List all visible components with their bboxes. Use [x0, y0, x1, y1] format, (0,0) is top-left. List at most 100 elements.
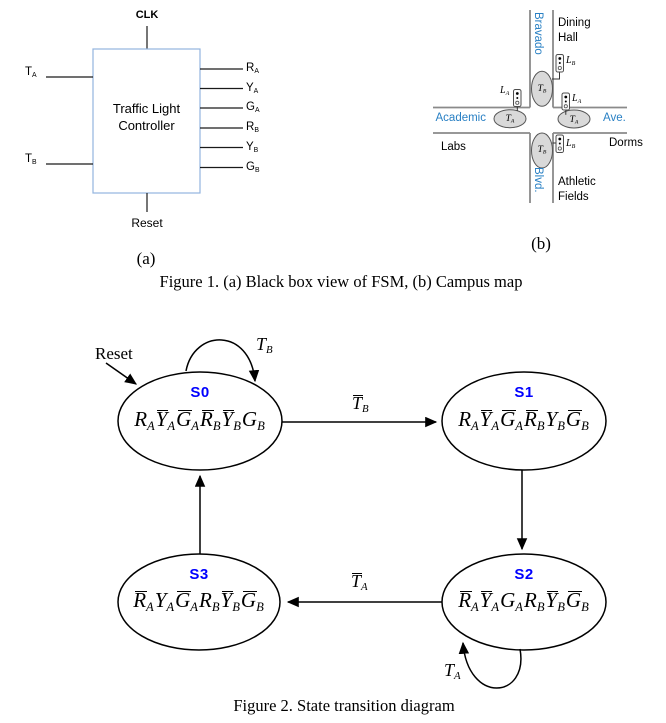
state-s0-ellipse [117, 371, 283, 471]
traffic-light-icon [513, 89, 522, 107]
var-token: YA [155, 407, 176, 433]
var-token: GA [500, 588, 523, 614]
traffic-light-icon [555, 54, 564, 73]
var-token: YB [545, 407, 565, 433]
sensor-label-tb-top: TB [531, 83, 553, 95]
street-bravado-label: Bravado [532, 12, 544, 55]
sensor-label-tb-bottom: TB [531, 144, 553, 156]
var-token: YB [545, 588, 565, 614]
sensor-tb-top [531, 70, 553, 107]
var-token: LB [566, 138, 576, 150]
state-s1-ellipse [441, 371, 607, 471]
transition-label-s0-s1: TB [352, 393, 369, 415]
var-token: GB [565, 407, 589, 433]
var-token: TA [444, 660, 461, 683]
var-token: GB [246, 160, 260, 174]
sensor-light-links [516, 72, 567, 144]
state-s1-name: S1 [514, 384, 534, 401]
var-token: GA [175, 588, 198, 614]
figure1-caption: Figure 1. (a) Black box view of FSM, (b)… [159, 272, 523, 291]
sensor-tb-bottom [531, 132, 553, 169]
state-s3-outputs: RAYAGARBYBGB [119, 588, 279, 615]
place-line: Dining [558, 17, 591, 29]
place-line: Athletic [558, 176, 596, 188]
figure1b-sublabel: (b) [531, 234, 551, 253]
var-token: GB [241, 407, 265, 433]
var-token: GA [246, 101, 260, 115]
var-token: RA [246, 62, 259, 76]
transition-label-s0-self: TB [256, 334, 273, 356]
traffic-light-icon [555, 134, 564, 153]
controller-title: Traffic Light Controller [93, 100, 200, 134]
var-token: GA [176, 407, 199, 433]
place-line: Fields [558, 191, 589, 203]
var-token: RB [200, 407, 221, 433]
var-token: YB [221, 407, 241, 433]
clk-label: CLK [135, 9, 159, 21]
place-line: Hall [558, 32, 578, 44]
state-s1-outputs: RAYAGARBYBGB [444, 407, 604, 434]
traffic-light-icon [561, 92, 570, 111]
var-token: TB [256, 334, 273, 357]
traffic-light-icons [513, 54, 570, 153]
transition-label-s2-s3: TA [351, 571, 368, 593]
input-label-tb: TB [25, 153, 37, 166]
street-ave-label: Ave. [603, 112, 626, 124]
var-token: RB [524, 407, 545, 433]
var-token: YB [246, 140, 259, 154]
var-token: LB [566, 55, 576, 67]
var-token: LA [572, 92, 582, 105]
figure1a-sublabel: (a) [136, 249, 156, 268]
state-s3-ellipse [117, 553, 281, 651]
place-dorms: Dorms [609, 137, 643, 149]
var-token: RA [458, 407, 479, 433]
reset-arrow [105, 362, 137, 385]
output-label-ga: GA [246, 101, 260, 114]
output-label-ya: YA [246, 82, 258, 95]
place-athletic-fields: Athletic Fields [558, 175, 596, 205]
var-token: RA [133, 588, 154, 614]
light-label-la-right: LA [572, 93, 581, 105]
var-token: GB [240, 588, 264, 614]
var-token: YA [479, 588, 500, 614]
reset-label-block: Reset [131, 216, 163, 230]
var-token: TB [537, 84, 547, 95]
var-token: YA [154, 588, 175, 614]
var-token: YA [479, 407, 500, 433]
sensor-ta-left [493, 109, 527, 129]
var-token: TA [505, 114, 515, 125]
var-token: RA [134, 407, 155, 433]
input-label-ta: TA [25, 66, 37, 79]
var-token: TB [25, 153, 37, 167]
var-token: TB [537, 145, 547, 156]
place-labs: Labs [441, 141, 466, 153]
var-token: RB [524, 588, 545, 614]
output-label-yb: YB [246, 141, 258, 154]
sensor-label-ta-right: TA [563, 114, 585, 126]
light-label-la-left: LA [500, 85, 509, 97]
s0-self-loop [185, 339, 260, 383]
s2-self-loop [458, 641, 522, 689]
link-top [552, 72, 560, 80]
sensor-label-ta-left: TA [499, 113, 521, 125]
controller-title-line2: Controller [118, 118, 175, 133]
var-token: RB [199, 588, 220, 614]
var-token: RB [246, 121, 259, 135]
fsm-black-box-lines [46, 26, 243, 212]
output-label-rb: RB [246, 121, 259, 134]
output-label-gb: GB [246, 161, 260, 174]
var-token: GA [500, 407, 523, 433]
street-academic-label: Academic [435, 112, 487, 124]
var-token: LA [500, 85, 510, 97]
var-token: TA [25, 66, 37, 80]
var-token: YA [246, 81, 259, 95]
street-blvd-label: Blvd. [532, 167, 544, 193]
output-label-ra: RA [246, 62, 259, 75]
var-token: TB [352, 393, 369, 416]
controller-title-line1: Traffic Light [112, 101, 181, 116]
var-token: RA [458, 588, 479, 614]
var-token: TA [351, 571, 368, 594]
var-token: TA [569, 114, 579, 126]
